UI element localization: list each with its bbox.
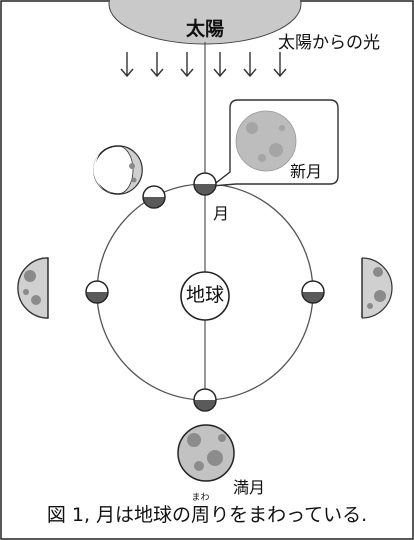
earth-label: 地球: [185, 284, 224, 306]
sunlight-arrows: [120, 52, 287, 78]
caption-ruby-word: 周まわ: [191, 493, 211, 528]
sunlight-arrow: [243, 52, 257, 78]
orbit-moon-upper-left: [142, 185, 166, 209]
moon-label: 月: [213, 204, 230, 223]
caption-ruby-reading: まわ: [191, 493, 210, 503]
full-moon-label: 満月: [233, 478, 266, 497]
sunlight-arrow: [213, 52, 227, 78]
right-half-moon-appearance: [361, 257, 393, 319]
orbit-moon-right: [301, 280, 325, 304]
sunlight-label: 太陽からの光: [278, 33, 380, 53]
caption-text-after: りをまわっている.: [210, 504, 368, 526]
caption-ruby-base: 周: [191, 504, 211, 526]
sunlight-arrow: [150, 52, 164, 78]
sunlight-arrow: [180, 52, 194, 78]
sunlight-arrow: [273, 52, 287, 78]
new-moon-appearance: [235, 110, 297, 172]
figure-caption: 図 1, 月は地球の周まわりをまわっている.: [0, 493, 414, 528]
orbit-moon-bottom: [193, 388, 217, 412]
earth-shape: [180, 271, 230, 321]
new-moon-label: 新月: [290, 162, 323, 181]
sun-label: 太陽: [185, 18, 224, 40]
crescent-moon-appearance: [93, 145, 143, 195]
sunlight-arrow: [120, 52, 134, 78]
caption-text-before: 図 1, 月は地球の: [46, 504, 192, 526]
left-half-moon-appearance: [17, 257, 78, 319]
full-moon-appearance: [177, 424, 235, 482]
orbit-moon-top: [193, 172, 217, 196]
orbit-moon-left: [85, 280, 109, 304]
